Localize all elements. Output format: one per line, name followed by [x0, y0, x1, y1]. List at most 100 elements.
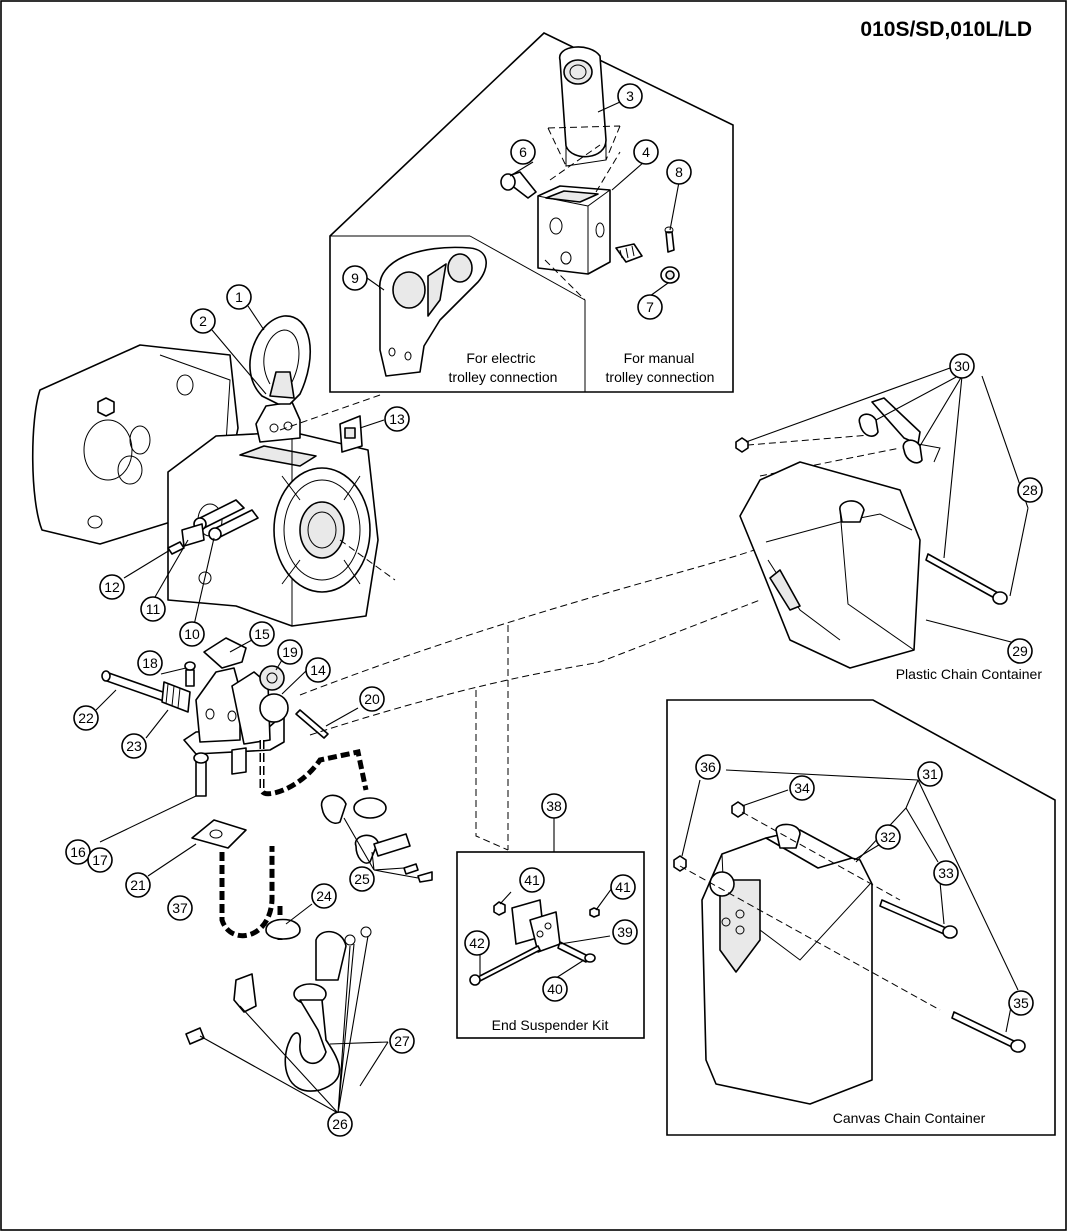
callout-28: 28 [1017, 477, 1043, 503]
caption-plastic-container: Plastic Chain Container [896, 666, 1043, 682]
svg-text:3: 3 [626, 88, 634, 104]
callout-9: 9 [342, 265, 368, 291]
top-hook-part [249, 315, 312, 405]
callout-19: 19 [277, 639, 303, 665]
callout-10: 10 [179, 621, 205, 647]
svg-text:16: 16 [70, 844, 86, 860]
svg-text:6: 6 [519, 144, 527, 160]
callout-1: 1 [226, 284, 252, 310]
callout-7: 7 [637, 294, 663, 320]
callout-11: 11 [140, 596, 166, 622]
svg-text:15: 15 [254, 626, 270, 642]
shafts-and-fasteners [101, 661, 329, 797]
plastic-chain-container: Plastic Chain Container [735, 397, 1043, 682]
svg-text:24: 24 [316, 888, 332, 904]
pin-and-nut-parts [615, 226, 680, 284]
model-title: 010S/SD,010L/LD [860, 18, 1032, 41]
svg-text:30: 30 [954, 358, 970, 374]
callout-33: 33 [933, 860, 959, 886]
callout-22: 22 [73, 705, 99, 731]
svg-text:39: 39 [617, 924, 633, 940]
suspension-block-part [537, 144, 621, 301]
callout-16: 16 [65, 839, 91, 865]
svg-text:36: 36 [700, 759, 716, 775]
suspension-bar-part [547, 46, 621, 167]
caption-end-suspender: End Suspender Kit [492, 1017, 609, 1033]
callout-34: 34 [789, 775, 815, 801]
svg-text:21: 21 [130, 877, 146, 893]
callout-39: 39 [612, 919, 638, 945]
svg-text:19: 19 [282, 644, 298, 660]
caption-electric-2: trolley connection [449, 369, 558, 385]
svg-text:27: 27 [394, 1033, 410, 1049]
svg-text:25: 25 [354, 871, 370, 887]
svg-text:8: 8 [675, 164, 683, 180]
callout-20: 20 [359, 686, 385, 712]
svg-text:20: 20 [364, 691, 380, 707]
svg-text:37: 37 [172, 900, 188, 916]
svg-text:38: 38 [546, 798, 562, 814]
svg-text:31: 31 [922, 766, 938, 782]
svg-text:12: 12 [104, 579, 120, 595]
svg-text:29: 29 [1012, 643, 1028, 659]
svg-text:26: 26 [332, 1116, 348, 1132]
svg-text:4: 4 [642, 144, 650, 160]
callout-26: 26 [327, 1111, 353, 1137]
callout-4: 4 [633, 139, 659, 165]
suspension-inset: For electric trolley connection For manu… [329, 32, 734, 393]
callout-42: 42 [464, 930, 490, 956]
callout-25: 25 [349, 866, 375, 892]
svg-text:34: 34 [794, 780, 810, 796]
callout-40: 40 [542, 976, 568, 1002]
svg-text:41: 41 [615, 879, 631, 895]
svg-text:18: 18 [142, 655, 158, 671]
leader-lines [95, 101, 1029, 1114]
callout-29: 29 [1007, 638, 1033, 664]
svg-text:42: 42 [469, 935, 485, 951]
callout-14: 14 [305, 657, 331, 683]
svg-text:9: 9 [351, 270, 359, 286]
callout-13: 13 [384, 406, 410, 432]
bottom-hook-part [185, 926, 372, 1092]
caption-electric-1: For electric [466, 350, 535, 366]
callout-18: 18 [137, 650, 163, 676]
callout-32: 32 [875, 824, 901, 850]
hoist-body [31, 344, 396, 627]
electric-adapter-part [379, 246, 487, 377]
callout-36: 36 [695, 754, 721, 780]
svg-text:23: 23 [126, 738, 142, 754]
svg-text:7: 7 [646, 299, 654, 315]
callout-41b: 41 [610, 874, 636, 900]
svg-text:33: 33 [938, 865, 954, 881]
callout-17: 17 [87, 847, 113, 873]
svg-text:40: 40 [547, 981, 563, 997]
callout-2: 2 [190, 308, 216, 334]
svg-text:32: 32 [880, 829, 896, 845]
svg-text:41: 41 [524, 872, 540, 888]
callout-6: 6 [510, 139, 536, 165]
svg-text:28: 28 [1022, 482, 1038, 498]
callout-27: 27 [389, 1028, 415, 1054]
svg-text:22: 22 [78, 710, 94, 726]
caption-manual-1: For manual [624, 350, 695, 366]
clip-part-13 [339, 415, 363, 453]
svg-text:17: 17 [92, 852, 108, 868]
svg-text:1: 1 [235, 289, 243, 305]
end-suspender-kit: End Suspender Kit [456, 851, 645, 1039]
svg-text:35: 35 [1013, 995, 1029, 1011]
callout-30: 30 [949, 353, 975, 379]
callout-37: 37 [167, 895, 193, 921]
svg-text:11: 11 [146, 601, 161, 617]
chain-guide-assembly [183, 637, 289, 775]
callout-3: 3 [617, 83, 643, 109]
chain-stoppers [191, 794, 433, 940]
callout-24: 24 [311, 883, 337, 909]
callout-8: 8 [666, 159, 692, 185]
svg-text:2: 2 [199, 313, 207, 329]
callout-12: 12 [99, 574, 125, 600]
caption-manual-2: trolley connection [606, 369, 715, 385]
callout-35: 35 [1008, 990, 1034, 1016]
callout-21: 21 [125, 872, 151, 898]
